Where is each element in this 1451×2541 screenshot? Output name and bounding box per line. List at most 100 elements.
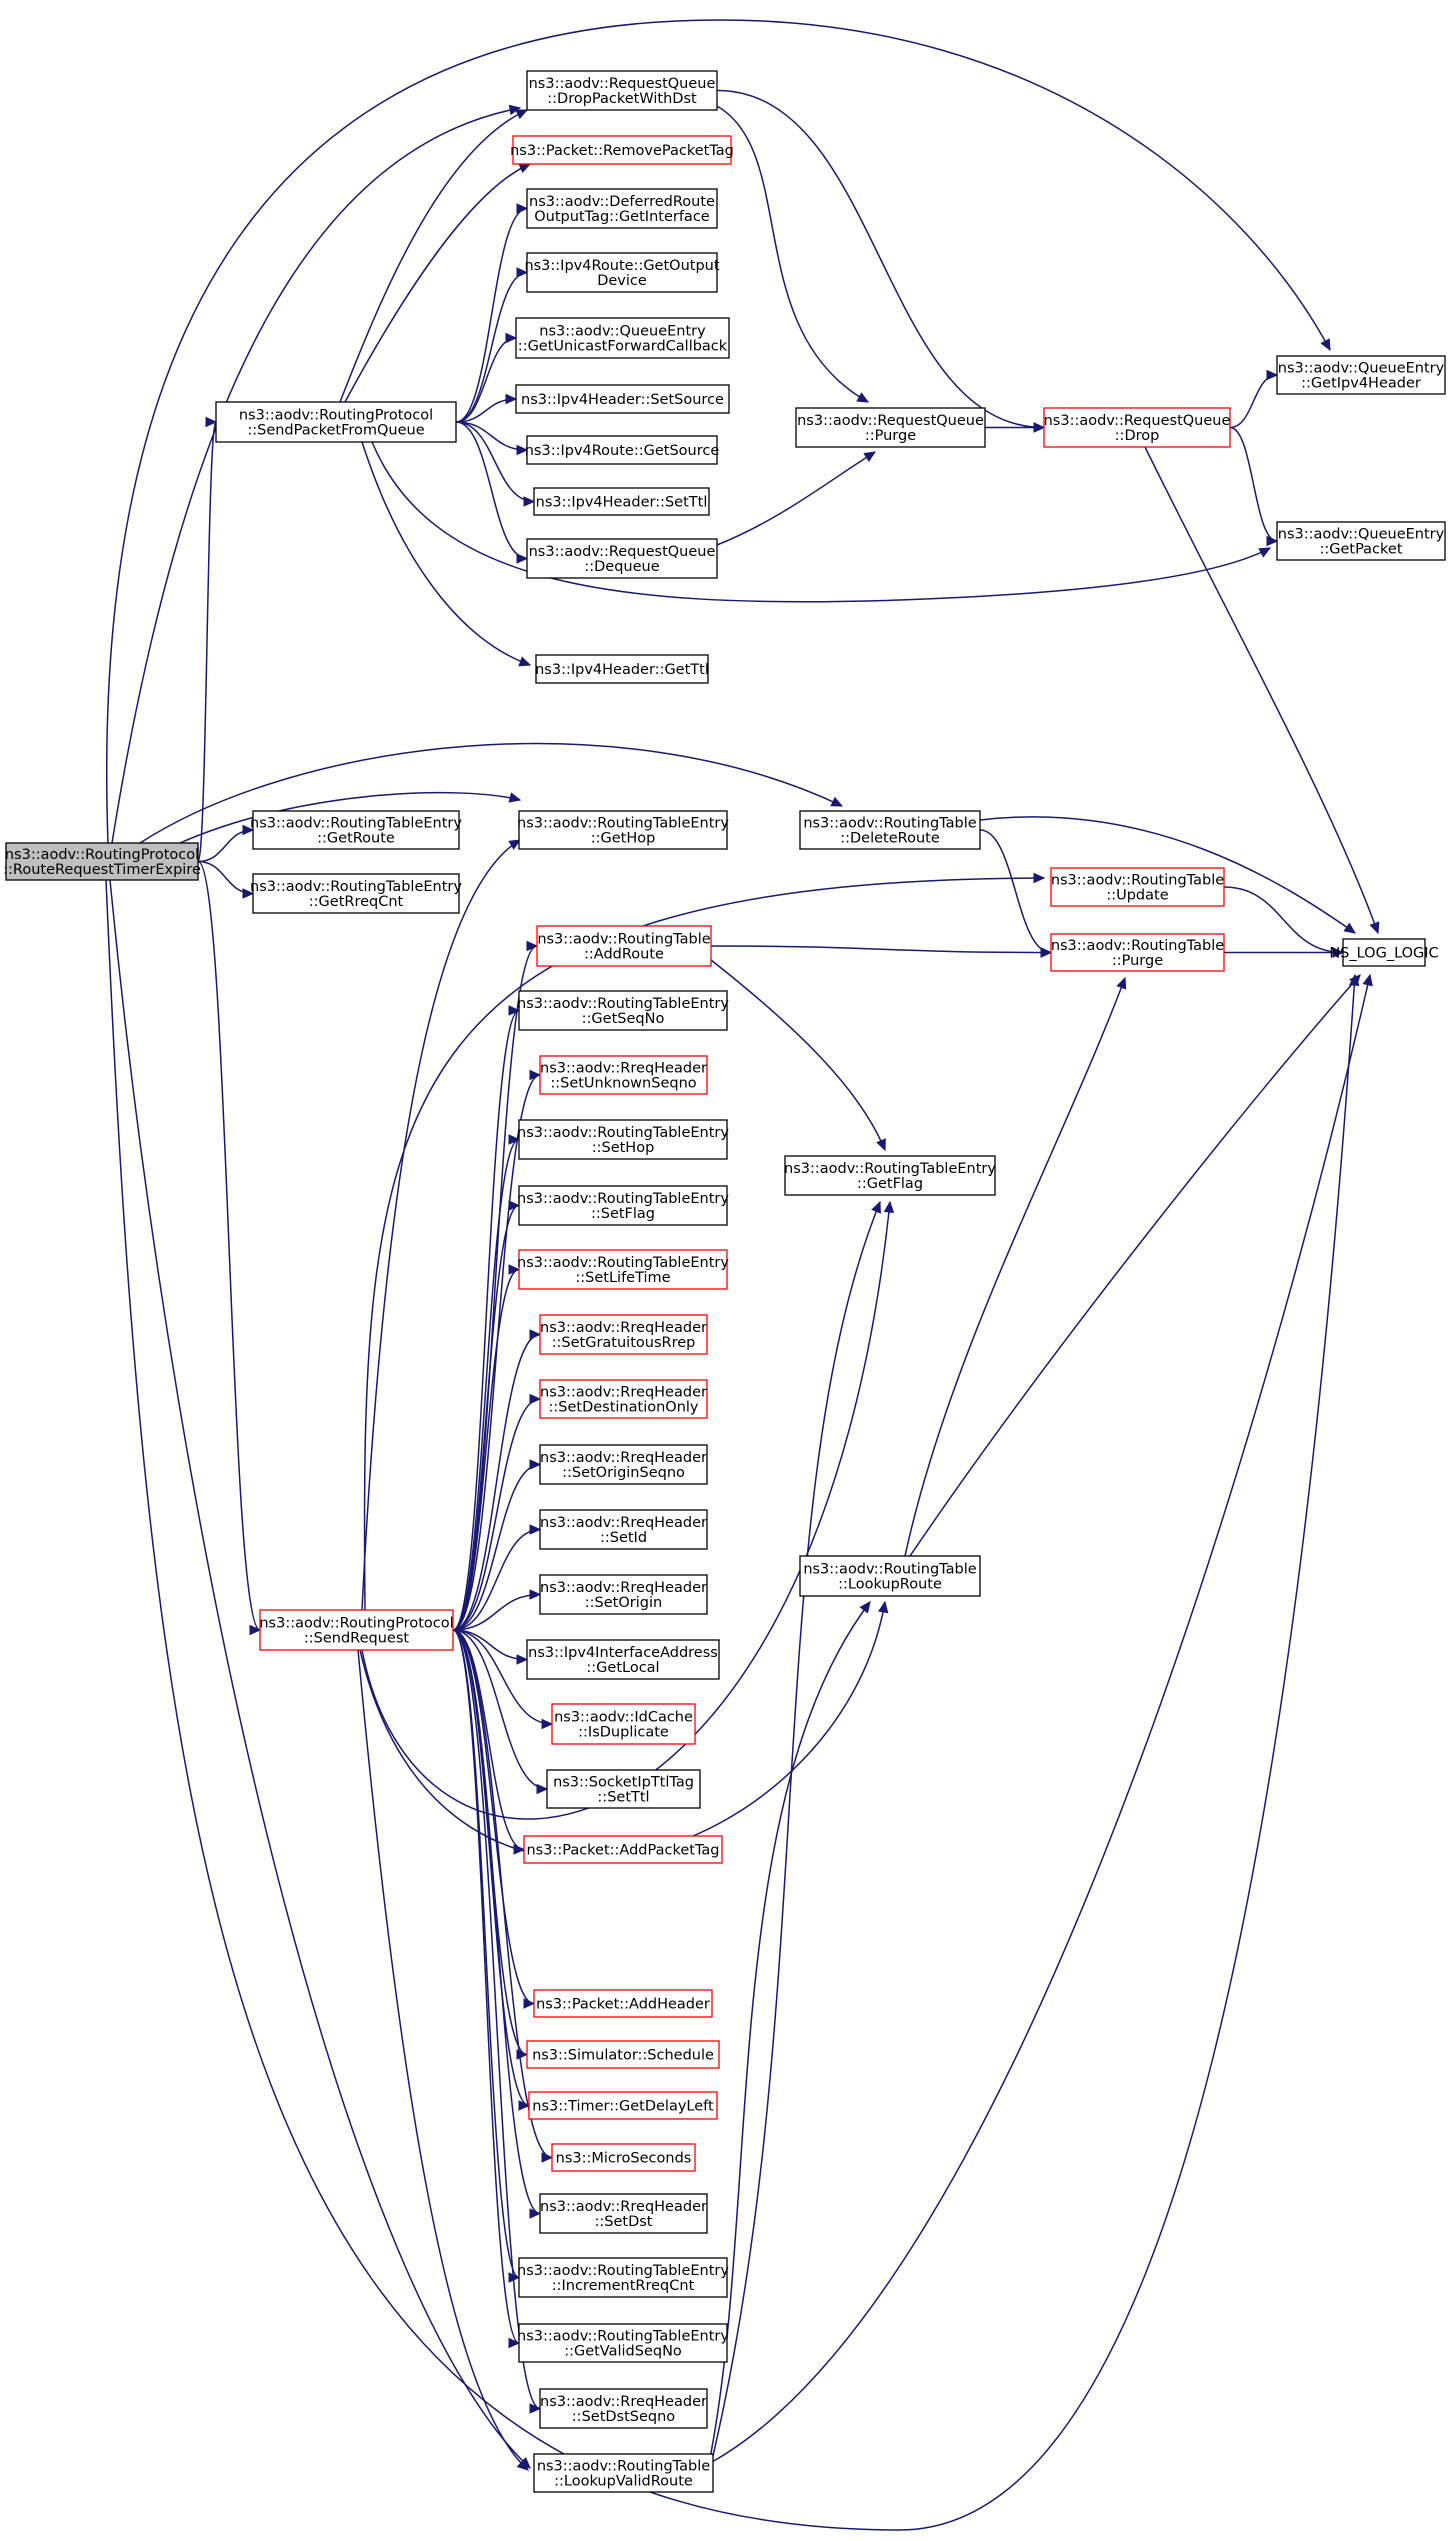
node-label: ns3::aodv::RoutingTable [803,1562,976,1578]
node-get-ipv4-header[interactable]: ns3::aodv::QueueEntry::GetIpv4Header [1276,355,1446,395]
node-get-delay-left[interactable]: ns3::Timer::GetDelayLeft [528,2091,718,2120]
edge-send-request-to-rte-set-flag [452,1200,521,1631]
node-label: ::AddRoute [584,947,664,963]
node-rte-get-rreq-cnt[interactable]: ns3::aodv::RoutingTableEntry::GetRreqCnt [250,873,462,914]
node-rte-get-route[interactable]: ns3::aodv::RoutingTableEntry::GetRoute [250,810,462,850]
node-label: ::GetSeqNo [582,1011,665,1027]
node-dequeue[interactable]: ns3::aodv::RequestQueue::Dequeue [526,538,718,579]
node-get-packet[interactable]: ns3::aodv::QueueEntry::GetPacket [1276,521,1446,561]
node-ns-log-logic[interactable]: NS_LOG_LOGIC [1329,938,1439,967]
node-label: ns3::aodv::RoutingTableEntry [517,1125,729,1141]
edge-root-to-rte-get-route [197,824,255,863]
node-label: ::GetHop [591,831,656,847]
node-rt-update[interactable]: ns3::aodv::RoutingTable::Update [1050,867,1225,907]
edge-rq-drop-to-get-ipv4-header [1229,369,1279,429]
node-label: ::SetTtl [597,1790,649,1806]
node-get-local[interactable]: ns3::Ipv4InterfaceAddress::GetLocal [526,1639,720,1680]
node-label: ::Dequeue [584,559,659,575]
node-label: ns3::aodv::DeferredRoute [529,194,715,210]
node-get-seq-no[interactable]: ns3::aodv::RoutingTableEntry::GetSeqNo [517,990,729,1031]
edge-root-to-rte-get-hop [179,791,522,844]
node-label: ns3::Ipv4Header::GetTtl [535,662,709,678]
node-lookup-valid-route[interactable]: ns3::aodv::RoutingTable::LookupValidRout… [533,2453,714,2493]
node-set-dst[interactable]: ns3::aodv::RreqHeader::SetDst [539,2193,708,2234]
edge-lookup-route-to-ns-log-logic [909,974,1361,1557]
node-label: ns3::Ipv4Header::SetSource [521,392,724,408]
node-label: ns3::Ipv4InterfaceAddress [528,1645,718,1661]
node-label: ns3::SocketIpTtlTag [553,1775,694,1791]
node-send-packet-from-queue[interactable]: ns3::aodv::RoutingProtocol::SendPacketFr… [215,401,457,443]
node-rq-drop[interactable]: ns3::aodv::RequestQueue::Drop [1043,407,1231,448]
node-set-dst-seqno[interactable]: ns3::aodv::RreqHeader::SetDstSeqno [539,2388,708,2429]
node-set-source[interactable]: ns3::Ipv4Header::SetSource [515,384,730,414]
node-label: ::LookupValidRoute [554,2474,693,2490]
edge-send-request-to-socket-set-ttl [452,1629,549,1795]
edge-send-request-to-set-dst [452,1629,542,2219]
edge-send-request-to-set-origin [452,1589,542,1631]
edge-send-request-to-set-gratuitous-rrep [452,1329,542,1631]
node-get-source[interactable]: ns3::Ipv4Route::GetSource [525,435,720,465]
node-rte-set-hop[interactable]: ns3::aodv::RoutingTableEntry::SetHop [517,1119,729,1160]
edge-delete-route-to-ns-log-logic [979,816,1356,934]
node-increment-rreq-cnt[interactable]: ns3::aodv::RoutingTableEntry::IncrementR… [517,2257,729,2298]
node-label: ::Drop [1115,428,1160,444]
edge-delete-route-to-rt-purge [979,829,1053,958]
node-label: ::RouteRequestTimerExpire [3,862,201,878]
edge-root-to-delete-route [139,742,844,844]
edge-send-packet-from-queue-to-set-ttl [455,421,536,507]
node-add-packet-tag[interactable]: ns3::Packet::AddPacketTag [523,1835,723,1864]
node-lookup-route[interactable]: ns3::aodv::RoutingTable::LookupRoute [799,1555,981,1597]
node-label: ns3::aodv::RequestQueue [797,413,984,429]
node-label: ns3::aodv::RreqHeader [540,2199,707,2215]
edge-rq-drop-to-get-packet [1229,426,1279,547]
node-set-origin[interactable]: ns3::aodv::RreqHeader::SetOrigin [539,1574,708,1615]
node-label: ns3::aodv::RoutingTableEntry [250,879,462,895]
node-add-header[interactable]: ns3::Packet::AddHeader [533,1989,713,2018]
edge-send-request-to-set-id [452,1524,542,1631]
node-send-request[interactable]: ns3::aodv::RoutingProtocol::SendRequest [259,1609,454,1651]
call-graph-edges [105,19,1380,2531]
node-remove-packet-tag[interactable]: ns3::Packet::RemovePacketTag [510,135,734,165]
node-get-unicast-forward-callback[interactable]: ns3::aodv::QueueEntry::GetUnicastForward… [515,317,730,359]
node-rte-set-flag[interactable]: ns3::aodv::RoutingTableEntry::SetFlag [517,1185,729,1226]
node-label: ns3::aodv::RoutingTable [1051,938,1224,954]
node-set-gratuitous-rrep[interactable]: ns3::aodv::RreqHeader::SetGratuitousRrep [539,1314,708,1355]
node-label: ns3::aodv::QueueEntry [1278,527,1445,543]
node-deferred-get-interface[interactable]: ns3::aodv::DeferredRouteOutputTag::GetIn… [526,188,718,229]
edge-root-to-drop-packet-with-dst [111,104,522,844]
node-label: ns3::aodv::RequestQueue [529,76,716,92]
node-set-id[interactable]: ns3::aodv::RreqHeader::SetId [539,1509,708,1550]
edge-send-request-to-micro-seconds [452,1629,554,2163]
node-label: Device [597,273,647,289]
node-set-life-time[interactable]: ns3::aodv::RoutingTableEntry::SetLifeTim… [517,1249,729,1290]
node-label: ns3::aodv::RoutingTable [537,2459,710,2475]
node-delete-route[interactable]: ns3::aodv::RoutingTable::DeleteRoute [799,810,981,850]
node-label: ::GetRoute [317,831,395,847]
node-rte-get-flag[interactable]: ns3::aodv::RoutingTableEntry::GetFlag [784,1155,996,1196]
node-socket-set-ttl[interactable]: ns3::SocketIpTtlTag::SetTtl [546,1769,701,1809]
node-root[interactable]: ns3::aodv::RoutingProtocol::RouteRequest… [3,842,201,881]
node-rt-purge[interactable]: ns3::aodv::RoutingTable::Purge [1050,933,1225,972]
node-label: ::GetRreqCnt [309,894,404,910]
node-set-origin-seqno[interactable]: ns3::aodv::RreqHeader::SetOriginSeqno [539,1444,708,1485]
node-label: ns3::aodv::RoutingTableEntry [517,816,729,832]
node-drop-packet-with-dst[interactable]: ns3::aodv::RequestQueue::DropPacketWithD… [526,70,718,111]
node-micro-seconds[interactable]: ns3::MicroSeconds [551,2143,696,2172]
node-add-route[interactable]: ns3::aodv::RoutingTable::AddRoute [536,925,712,967]
node-schedule[interactable]: ns3::Simulator::Schedule [526,2040,720,2069]
node-set-unknown-seqno[interactable]: ns3::aodv::RreqHeader::SetUnknownSeqno [539,1055,708,1095]
node-get-valid-seq-no[interactable]: ns3::aodv::RoutingTableEntry::GetValidSe… [517,2323,729,2363]
edge-send-request-to-rte-get-hop [361,839,522,1611]
node-rte-get-hop[interactable]: ns3::aodv::RoutingTableEntry::GetHop [517,810,729,850]
edge-send-packet-from-queue-to-get-packet [371,441,1272,603]
node-label: ::SetHop [592,1140,655,1156]
node-set-destination-only[interactable]: ns3::aodv::RreqHeader::SetDestinationOnl… [539,1379,708,1419]
node-label: ns3::aodv::QueueEntry [539,324,706,340]
node-is-duplicate[interactable]: ns3::aodv::IdCache::IsDuplicate [551,1703,696,1745]
node-label: ::SetOrigin [585,1595,662,1611]
node-get-ttl[interactable]: ns3::Ipv4Header::GetTtl [535,654,709,684]
node-set-ttl[interactable]: ns3::Ipv4Header::SetTtl [533,487,710,516]
node-rq-purge[interactable]: ns3::aodv::RequestQueue::Purge [795,407,986,448]
edge-send-request-to-lookup-valid-route [357,1649,529,2471]
